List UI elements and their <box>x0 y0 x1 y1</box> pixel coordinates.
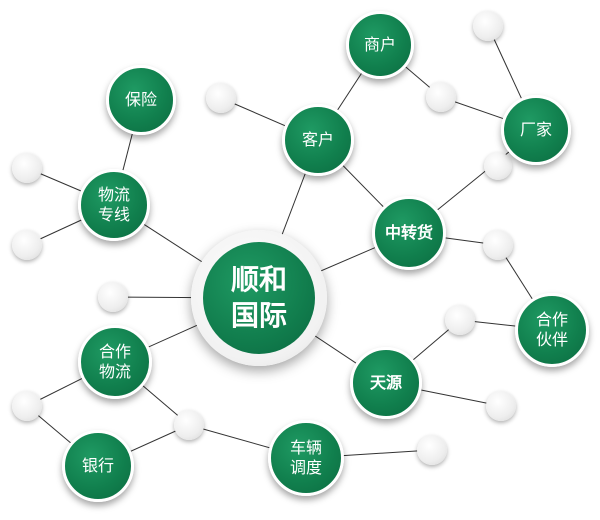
node-yinhang: 银行 <box>62 430 134 502</box>
connector-dot <box>12 391 42 421</box>
center-hub: 顺和 国际 <box>203 242 315 354</box>
connector-dot <box>12 230 42 260</box>
connector-dot <box>473 11 503 41</box>
connector-dot <box>174 410 204 440</box>
center-title-line1: 顺和 <box>230 262 287 296</box>
node-changjia: 厂家 <box>501 95 571 165</box>
connector-dot <box>98 282 128 312</box>
connector-dot <box>484 152 512 180</box>
node-shanghu: 商户 <box>346 11 414 79</box>
connector-dot <box>486 391 516 421</box>
connector-dot <box>483 230 513 260</box>
node-hezuo-huoban: 合作 伙伴 <box>515 293 589 367</box>
connector-dot <box>206 83 236 113</box>
connector-dot <box>426 82 456 112</box>
node-hezuo-wuliu: 合作 物流 <box>78 325 152 399</box>
node-zhongzhuanhuo: 中转货 <box>372 196 446 270</box>
node-baoxian: 保险 <box>106 65 176 135</box>
connector-dot <box>417 435 447 465</box>
connector-dot <box>12 153 42 183</box>
node-cheliang-diaodu: 车辆 调度 <box>268 420 344 496</box>
node-tianyuan: 天源 <box>350 347 422 419</box>
node-kehu: 客户 <box>282 104 354 176</box>
center-title-line2: 国际 <box>230 299 287 332</box>
connector-dot <box>445 305 475 335</box>
node-wuliu-zhuanxian: 物流 专线 <box>78 169 150 241</box>
